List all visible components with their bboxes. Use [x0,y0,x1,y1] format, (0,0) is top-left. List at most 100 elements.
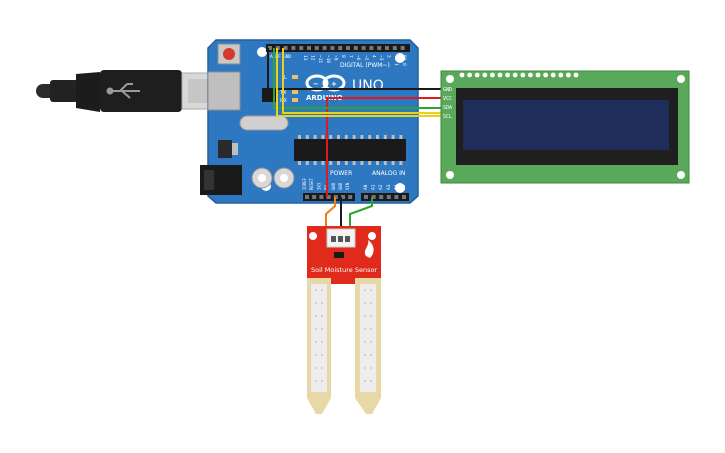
digital-pin-label: RX 0 [401,55,407,66]
header-pin-hole[interactable] [312,195,317,199]
lcd-screen [463,100,669,150]
digital-pin-label: ~6 [355,55,361,61]
lcd-pin-scl: SCL [443,114,452,120]
lcd-wires[interactable] [267,48,446,197]
lcd-pin-sda: SDA [443,105,452,111]
atmega-chip [294,135,406,165]
sensor-label: Soil Moisture Sensor [311,266,377,274]
lcd-top-pin-holes [459,72,579,78]
digital-header-label: DIGITAL (PWM~) [340,62,390,69]
mounting-hole [395,183,405,193]
header-pin-hole[interactable] [361,46,366,50]
mounting-hole [446,75,454,83]
analog-pin-label: A5 [401,184,407,190]
usb-cable[interactable] [36,70,238,112]
header-pin-hole[interactable] [330,46,335,50]
header-pin-hole[interactable] [305,195,309,199]
power-pin-label: 3V3 [316,182,321,190]
power-pin-label: VIN [345,182,350,190]
header-pin-hole[interactable] [377,46,382,50]
digital-pin-label: 13 [302,55,308,61]
sensor-probe-right [355,278,381,414]
usb-icon [106,83,140,99]
digital-pin-label: ~10 [325,55,331,63]
digital-pin-label: ~5 [363,55,369,61]
mounting-hole [257,47,267,57]
digital-pin-label: 8 [340,55,346,58]
header-pin-hole[interactable] [392,46,397,50]
gnd-label: GND [283,54,291,60]
wire-lcd-scl-2 [282,48,446,114]
header-pin-hole[interactable] [307,46,311,50]
analog-pin-label: A0 [363,184,369,190]
header-pin-hole[interactable] [338,46,343,50]
header-pin-hole[interactable] [322,46,327,50]
header-pin-hole[interactable] [400,46,405,50]
digital-pin-label: 12 [310,55,316,61]
header-pin-hole[interactable] [385,46,389,50]
svg-text:−: − [313,80,319,88]
digital-pin-label: 2 [386,55,392,58]
lcd-pin-labels: GND VCC SDA SCL [443,87,452,120]
header-pin-hole[interactable] [341,195,345,199]
digital-pin-label: ~3 [378,55,384,61]
power-pin-label: GND [331,182,336,190]
svg-text:+: + [331,80,337,88]
analog-header-label: ANALOG IN [372,170,405,177]
digital-pin-label: 7 [348,55,354,58]
analog-pin-label: A1 [371,184,377,190]
wire-lcd-gnd [267,48,446,90]
header-pin-hole[interactable] [291,46,296,50]
header-pin-hole[interactable] [386,195,391,199]
analog-header[interactable] [361,193,409,201]
mounting-hole [446,171,454,179]
wire-lcd-scl [276,48,446,117]
power-pin-label: GND [338,182,343,190]
soil-moisture-sensor[interactable]: Soil Moisture Sensor [307,226,381,414]
analog-pin-label: A2 [378,184,384,190]
header-pin-hole[interactable] [371,195,376,199]
crystal-oscillator [239,115,289,131]
flame-logo-icon [364,240,374,258]
header-pin-hole[interactable] [299,46,304,50]
header-pin-hole[interactable] [369,46,374,50]
header-pin-hole[interactable] [348,195,353,199]
lcd-display-module[interactable]: GND VCC SDA SCL [440,70,690,184]
digital-pin-label: ~11 [317,55,323,63]
usb-chip [262,88,276,102]
analog-pin-label: A3 [386,184,392,190]
header-pin-hole[interactable] [402,195,406,199]
power-header[interactable] [303,193,355,201]
mounting-hole [677,171,685,179]
sensor-probe-left [307,278,331,414]
header-pin-hole[interactable] [314,46,319,50]
power-header-label: POWER [330,170,352,177]
digital-pin-label: TX 1 [393,55,399,66]
digital-header[interactable] [266,44,410,52]
reset-button[interactable] [217,43,241,65]
power-pin-label: IOREF [302,177,307,190]
lcd-pin-vcc: VCC [443,96,452,102]
voltage-regulator [218,140,232,158]
header-pin-hole[interactable] [379,195,384,199]
header-pin-hole[interactable] [353,46,358,50]
digital-pin-label: ~9 [332,55,338,61]
header-pin-hole[interactable] [394,195,399,199]
mounting-hole [677,75,685,83]
power-pin-label: RESET [309,177,314,190]
wire-lcd-vcc [326,97,446,197]
analog-pin-label: A4 [393,184,399,190]
brand-label: ARDUINO [306,94,343,102]
usb-b-port [207,71,241,111]
header-pin-hole[interactable] [364,195,368,199]
header-pin-hole[interactable] [346,46,350,50]
header-pin-hole[interactable] [283,46,288,50]
header-pin-hole[interactable] [326,195,331,199]
dc-power-jack [200,165,242,195]
header-pin-hole[interactable] [319,195,324,199]
header-pin-hole[interactable] [268,46,272,50]
